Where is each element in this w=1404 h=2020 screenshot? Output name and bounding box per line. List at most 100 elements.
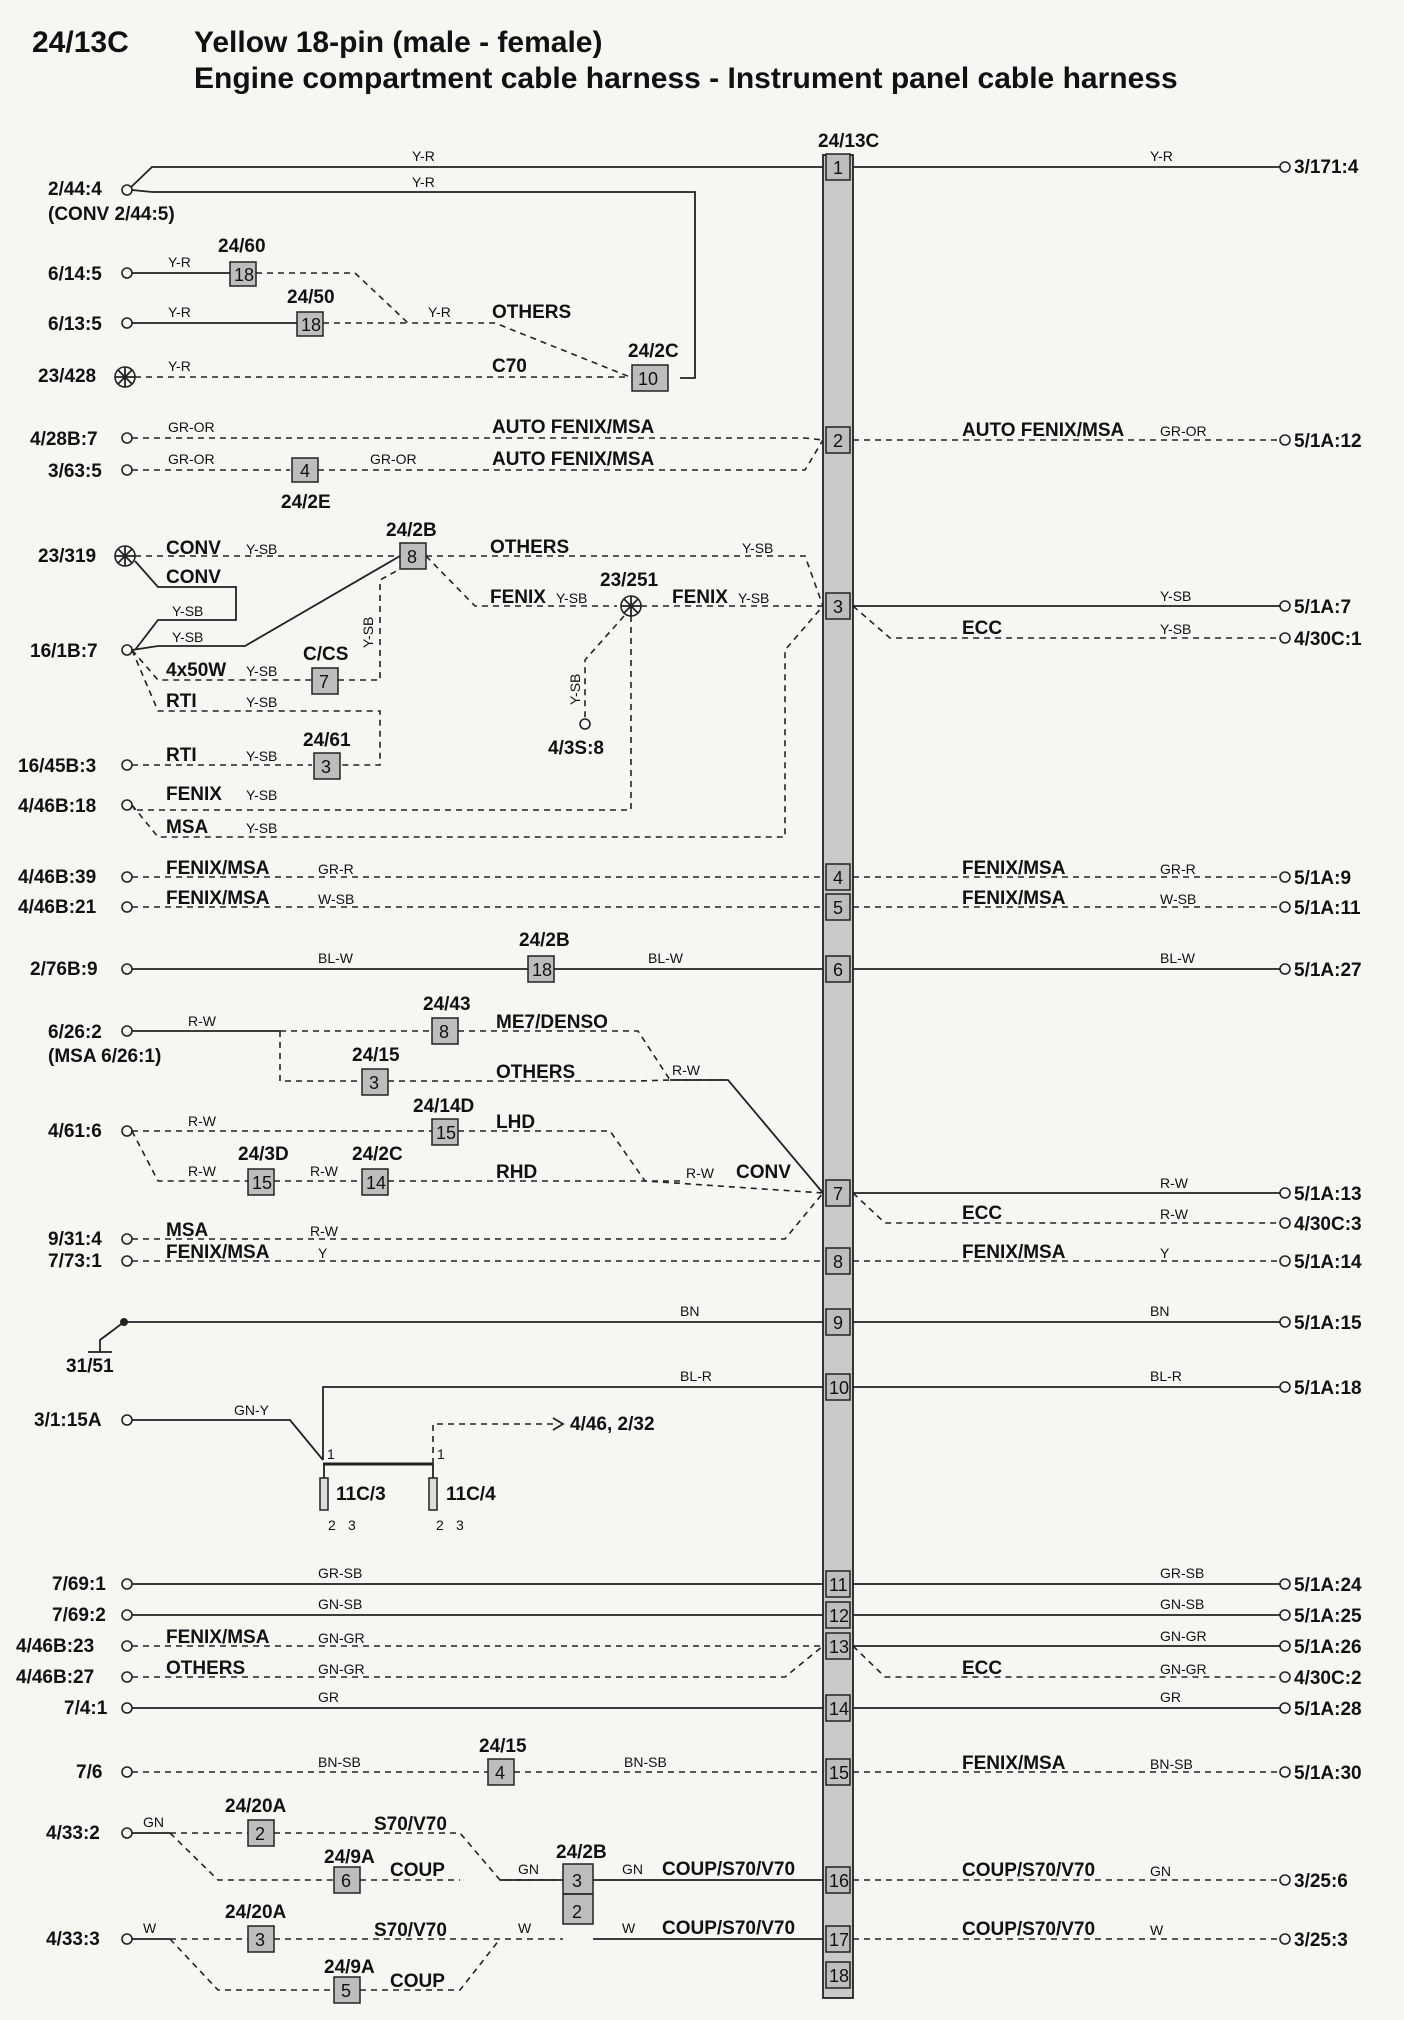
fuse-icon	[319, 1477, 329, 1511]
wire-color: GN-SB	[1160, 1596, 1204, 1612]
wire-rw	[670, 1079, 824, 1194]
variant-label: AUTO FENIX/MSA	[492, 417, 654, 438]
splice-label: 24/43	[423, 994, 471, 1015]
wire-color: W	[622, 1920, 636, 1936]
wire-others	[426, 555, 824, 607]
wire-color: Y-SB	[246, 748, 277, 764]
wire-color: GR	[1160, 1689, 1181, 1705]
wire-color: W-SB	[318, 891, 354, 907]
wire-2-44-4	[131, 189, 696, 379]
right-terminal: 5/1A:15	[1294, 1313, 1362, 1334]
wire-color: GR-OR	[370, 451, 417, 467]
splice-label: 24/2B	[519, 930, 570, 951]
connector-pin-number: 17	[829, 1930, 849, 1950]
splice-label: 24/9A	[324, 1847, 375, 1868]
box-number: 3	[255, 1930, 265, 1950]
wire-color: W	[518, 1920, 532, 1936]
splice-box	[247, 1168, 275, 1196]
wire-coup	[169, 1938, 501, 1991]
splice-label: 24/9A	[324, 1957, 375, 1978]
right-terminal: 5/1A:24	[1294, 1575, 1362, 1596]
terminal-dot	[121, 1414, 133, 1426]
splice-box	[631, 364, 669, 392]
variant-label: LHD	[496, 1112, 535, 1133]
variant-label: FENIX/MSA	[962, 1753, 1066, 1774]
left-terminal: 4/46B:27	[16, 1667, 94, 1688]
terminal-dot	[121, 1640, 133, 1652]
splice-box	[527, 955, 555, 983]
terminal-dot	[1279, 1217, 1291, 1229]
right-terminal: 3/171:4	[1294, 157, 1359, 178]
wire-pin2	[132, 437, 824, 441]
connector-pin-number: 14	[829, 1699, 849, 1719]
wire-color: GN-GR	[1160, 1661, 1207, 1677]
terminal-dot	[121, 963, 133, 975]
variant-label: FENIX/MSA	[962, 1242, 1066, 1263]
variant-label: FENIX/MSA	[962, 888, 1066, 909]
wire-color: Y-R	[168, 304, 191, 320]
wire-color: R-W	[310, 1223, 339, 1239]
splice-label: 24/20A	[225, 1796, 287, 1817]
terminal-dot	[121, 1233, 133, 1245]
wire-color: GR-SB	[1160, 1565, 1204, 1581]
splice-label: 24/2C	[628, 341, 679, 362]
left-terminal: 4/46B:21	[18, 897, 97, 918]
left-terminal: 7/4:1	[64, 1698, 108, 1719]
variant-label: MSA	[166, 817, 209, 838]
wire-color: BL-W	[318, 950, 354, 966]
variant-label: FENIX	[672, 587, 728, 608]
right-terminal: 5/1A:13	[1294, 1184, 1362, 1205]
box-number: 7	[319, 672, 329, 692]
title-code: 24/13C	[32, 26, 129, 59]
variant-label: S70/V70	[374, 1814, 447, 1835]
ground-symbol-icon	[88, 1321, 125, 1353]
left-terminal: 4/33:2	[46, 1823, 100, 1844]
connector-pin-9	[825, 1308, 851, 1336]
wire-16-1b	[131, 555, 401, 651]
terminal-dot	[121, 1933, 133, 1945]
wire-color: Y-SB	[360, 617, 376, 648]
terminal-dot	[121, 1609, 133, 1621]
right-terminal: 5/1A:26	[1294, 1637, 1362, 1658]
splice-label: 24/61	[303, 730, 351, 751]
connector-pin-number: 2	[833, 431, 843, 451]
splice-box	[487, 1758, 515, 1786]
wire-lhd	[458, 1130, 824, 1194]
splice-label: 24/50	[287, 287, 335, 308]
terminal-dot	[1279, 1640, 1291, 1652]
splice-label: 23/251	[600, 570, 659, 591]
terminal-dot	[121, 184, 133, 196]
terminal-dot	[121, 799, 133, 811]
box-number: 2	[255, 1824, 265, 1844]
variant-label: FENIX/MSA	[962, 858, 1066, 879]
wire-color: BL-W	[648, 950, 684, 966]
arrow-icon	[552, 1417, 565, 1431]
splice-box	[431, 1017, 459, 1045]
wire-color: GN	[1150, 1863, 1171, 1879]
splice-box	[431, 1118, 459, 1146]
left-terminal: 4/46B:18	[18, 796, 96, 817]
splice-label: 24/14D	[413, 1096, 474, 1117]
wire-color: R-W	[310, 1163, 339, 1179]
wire-color: BN	[680, 1303, 699, 1319]
connector-pin-13	[825, 1632, 851, 1660]
pin-number: 1	[327, 1446, 335, 1462]
wire-color: R-W	[188, 1013, 217, 1029]
box-number: 2	[572, 1902, 582, 1922]
connector-pin-number: 16	[829, 1871, 849, 1891]
left-terminal: 16/1B:7	[30, 641, 98, 662]
left-terminal: 31/51	[66, 1356, 114, 1377]
right-terminal: 5/1A:18	[1294, 1378, 1362, 1399]
variant-label: ECC	[962, 1658, 1002, 1679]
terminal-dot	[1279, 1766, 1291, 1778]
terminal-dot	[121, 1671, 133, 1683]
left-terminal: 23/428	[38, 366, 96, 387]
box-number: 8	[407, 547, 417, 567]
component-label: 11C/3	[336, 1484, 386, 1505]
terminal-dot	[1279, 1316, 1291, 1328]
left-terminal: 6/26:2	[48, 1022, 102, 1043]
wire-color: Y-R	[1150, 148, 1173, 164]
connector-pin-2	[825, 426, 851, 454]
